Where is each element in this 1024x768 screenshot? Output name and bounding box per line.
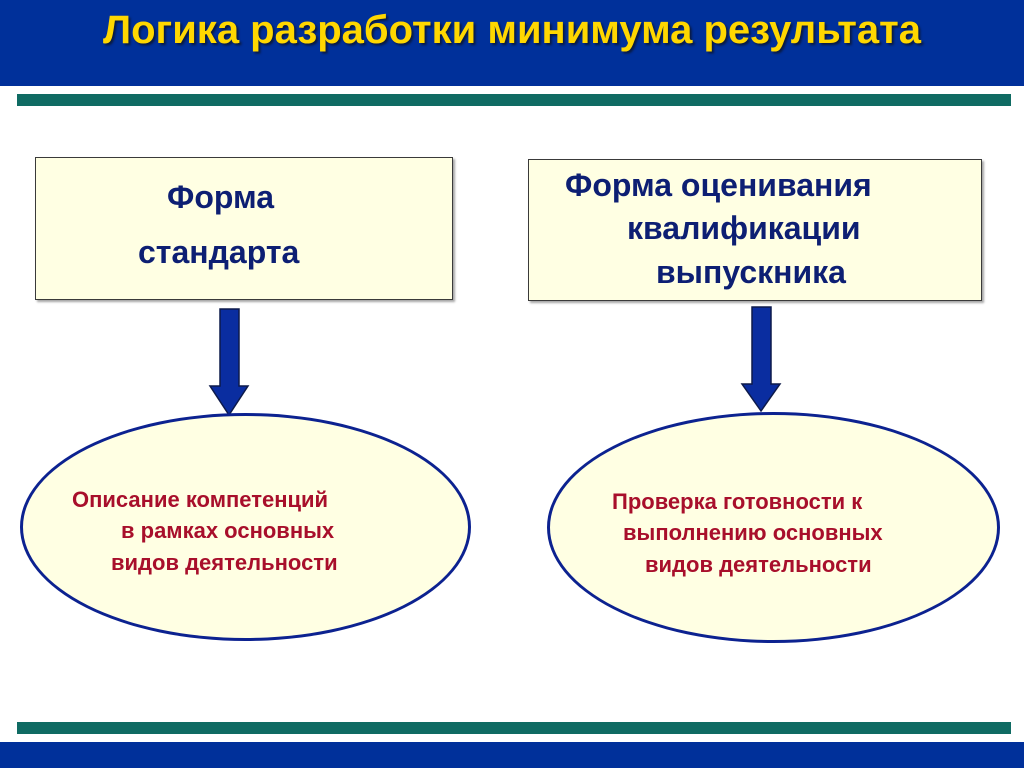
right-ellipse-line: видов деятельности xyxy=(645,552,872,577)
right-ellipse-line: Проверка готовности к xyxy=(612,489,863,514)
left-box: Форма стандарта xyxy=(35,157,453,300)
right-box: Форма оценивания квалификации выпускника xyxy=(528,159,982,301)
footer-bar xyxy=(0,742,1024,768)
left-box-line: стандарта xyxy=(138,234,300,270)
left-ellipse-line: в рамках основных xyxy=(121,518,335,543)
left-ellipse xyxy=(20,413,471,641)
right-ellipse-line: выполнению основных xyxy=(623,520,883,545)
left-ellipse-line: видов деятельности xyxy=(111,550,338,575)
left-box-line: Форма xyxy=(167,179,275,215)
top-divider xyxy=(17,94,1011,106)
right-ellipse xyxy=(547,412,1000,643)
header-bar xyxy=(0,0,1024,86)
right-box-line: выпускника xyxy=(656,254,846,290)
right-box-line: Форма оценивания xyxy=(565,167,872,203)
right-box-line: квалификации xyxy=(627,210,861,246)
right-down-arrow xyxy=(740,306,782,413)
slide-title: Логика разработки минимума результата xyxy=(103,8,921,52)
bottom-divider xyxy=(17,722,1011,734)
left-ellipse-line: Описание компетенций xyxy=(72,487,329,512)
left-down-arrow xyxy=(208,308,250,417)
